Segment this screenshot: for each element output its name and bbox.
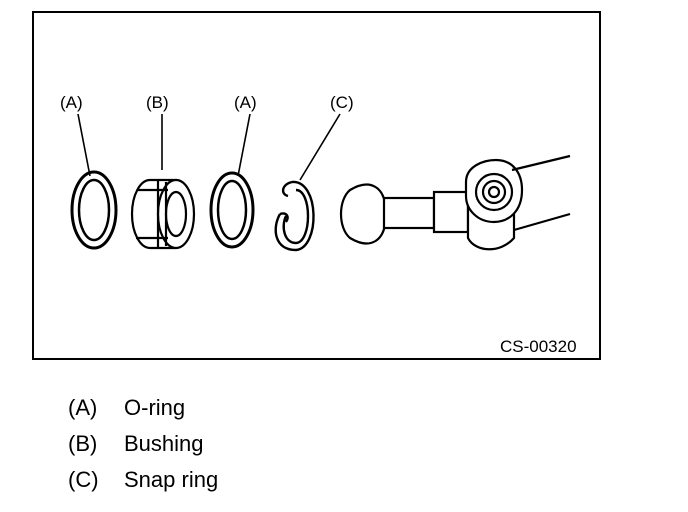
leader-line-c — [299, 113, 341, 181]
callout-c: (C) — [330, 93, 354, 112]
bushing — [130, 178, 196, 250]
leader-line-a-left — [77, 113, 91, 177]
legend-row-bushing: (B) Bushing — [68, 426, 218, 462]
legend: (A) O-ring (B) Bushing (C) Snap ring — [68, 390, 218, 498]
legend-text: O-ring — [124, 395, 186, 420]
leader-line-a-right — [237, 113, 251, 177]
legend-key: (B) — [68, 431, 98, 456]
callout-b: (B) — [146, 93, 169, 112]
legend-row-o-ring: (A) O-ring — [68, 390, 218, 426]
legend-row-snap-ring: (C) Snap ring — [68, 462, 218, 498]
legend-text: Snap ring — [124, 467, 219, 492]
shift-rod-assembly — [339, 154, 571, 251]
legend-key: (C) — [68, 467, 99, 492]
o-ring-right — [209, 171, 255, 249]
snap-ring — [274, 180, 315, 252]
o-ring-left — [70, 170, 118, 250]
leader-lines — [77, 113, 341, 181]
callout-a-right: (A) — [234, 93, 257, 112]
exploded-parts-diagram: (A) (B) (A) (C) — [32, 11, 601, 360]
legend-key: (A) — [68, 395, 98, 420]
figure-id: CS-00320 — [500, 337, 577, 356]
legend-text: Bushing — [124, 431, 204, 456]
callout-a-left: (A) — [60, 93, 83, 112]
